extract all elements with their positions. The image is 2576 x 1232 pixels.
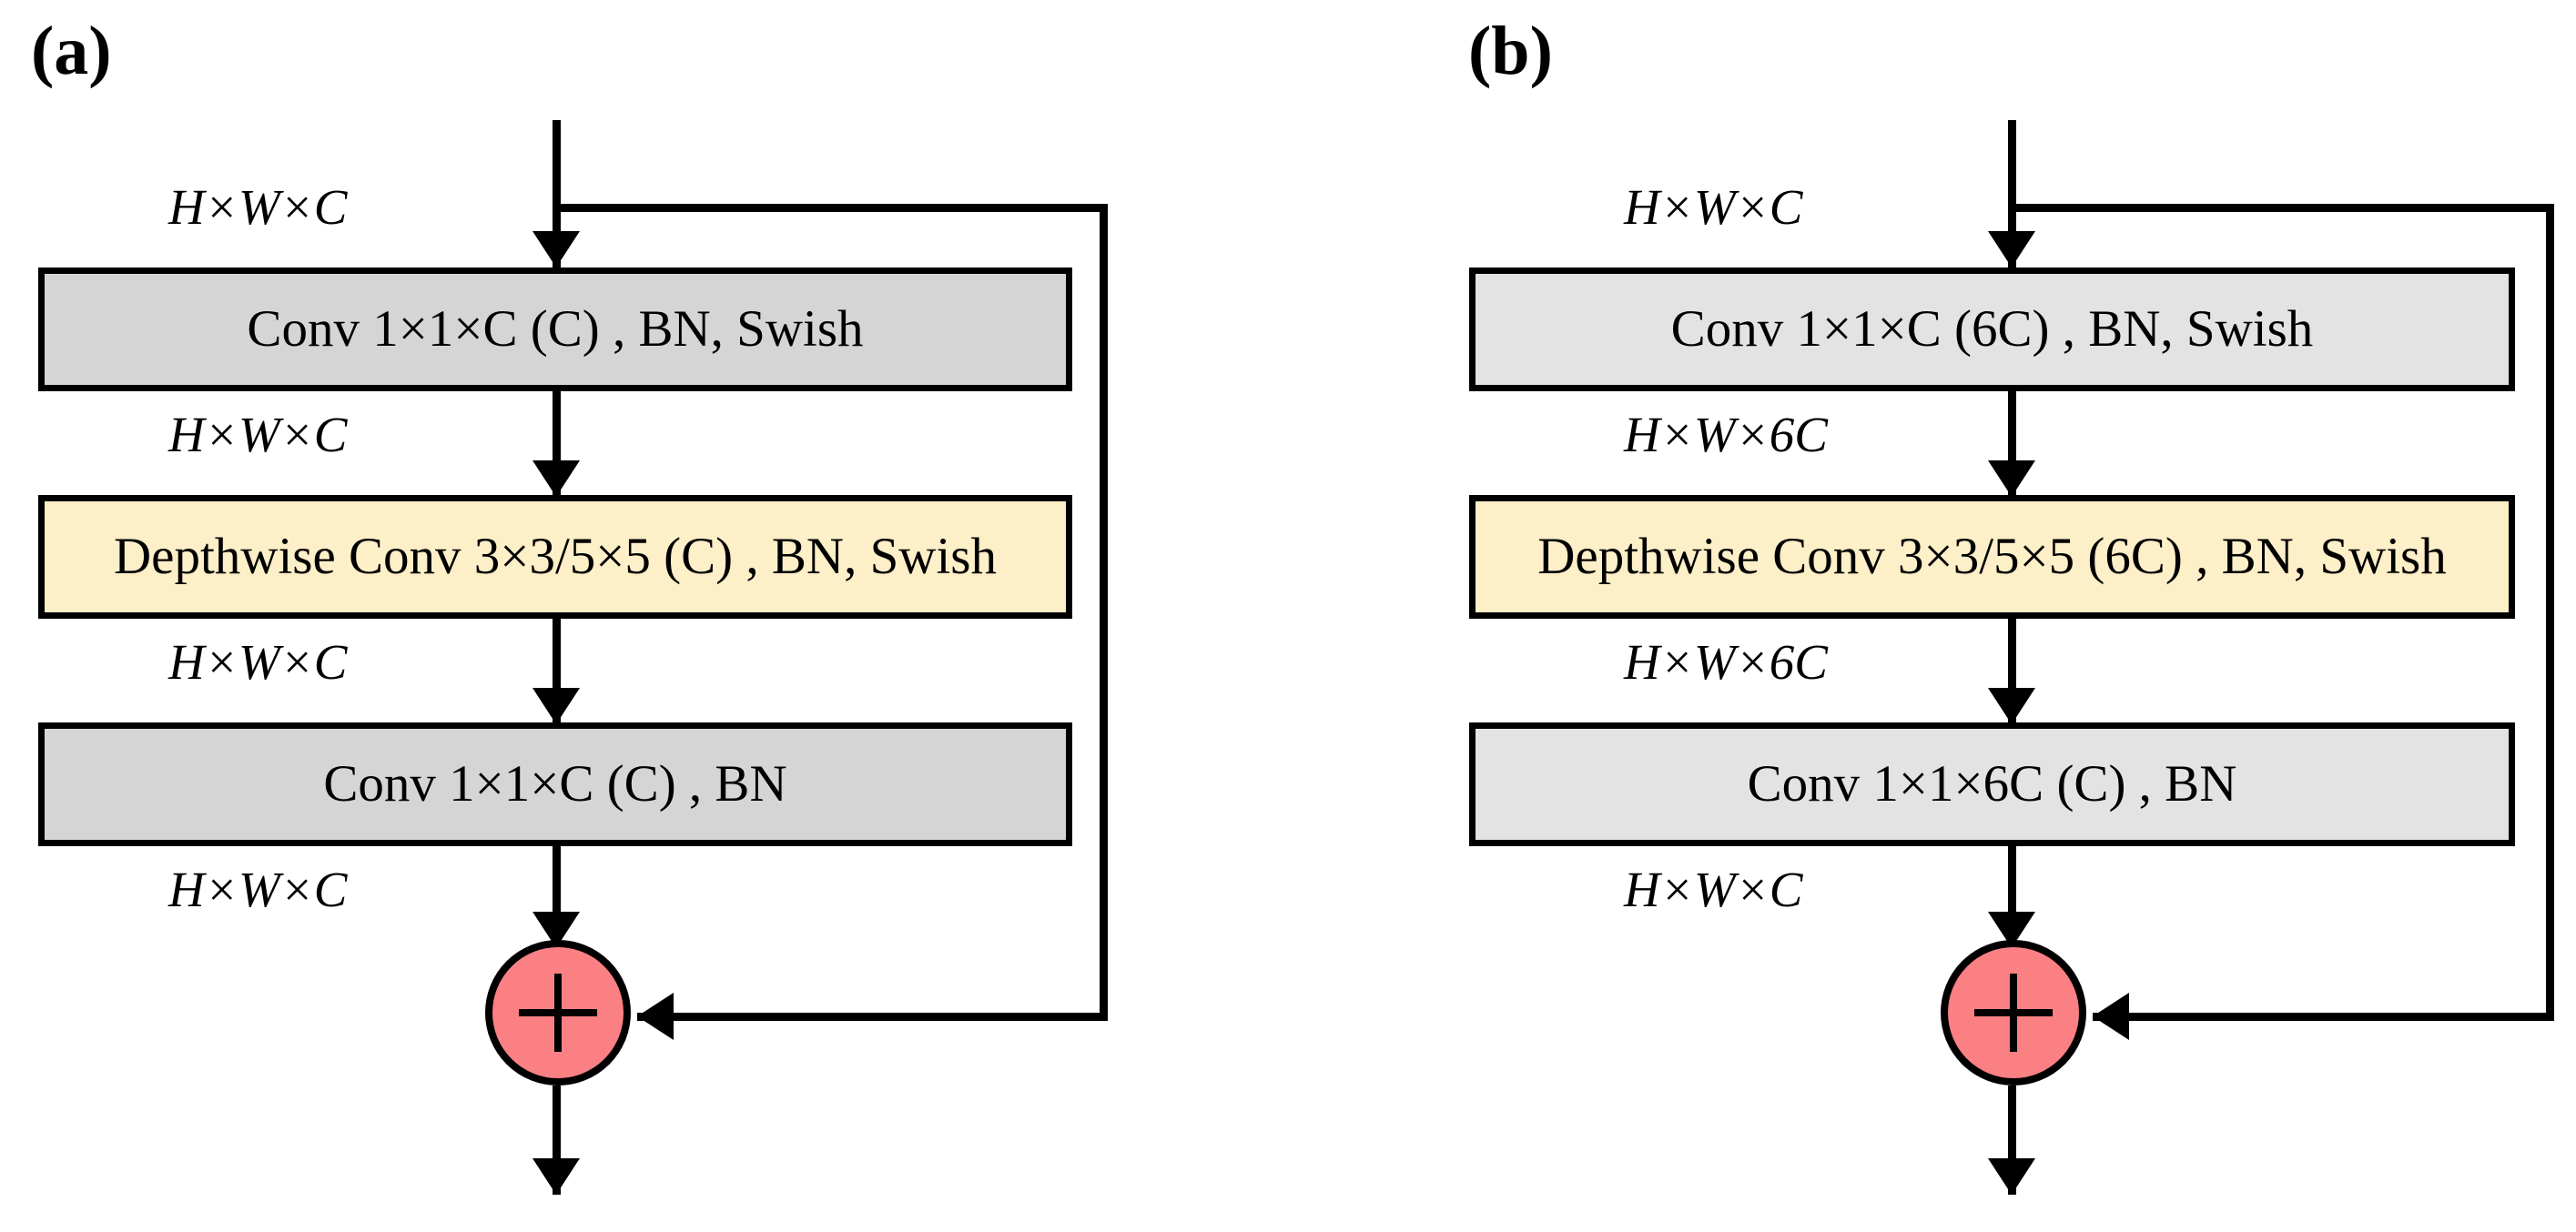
- box-conv-expand-label: Conv 1×1×C (C) , BN, Swish: [247, 300, 864, 358]
- connector-line-1: [553, 391, 561, 495]
- connector-arrowhead-2: [1988, 688, 2035, 724]
- skip-connection-arrowhead: [637, 993, 674, 1040]
- box-conv-project[interactable]: Conv 1×1×C (C) , BN: [38, 722, 1072, 846]
- box-depthwise-conv-label: Depthwise Conv 3×3/5×5 (6C) , BN, Swish: [1537, 528, 2447, 586]
- box-conv-expand-label: Conv 1×1×C (6C) , BN, Swish: [1670, 300, 2314, 358]
- connector-line-3: [2008, 846, 2016, 948]
- skip-connection-bottom-line: [637, 1013, 1106, 1021]
- tensor-label-input: H×W×C: [168, 179, 348, 235]
- output-arrowhead: [1988, 1158, 2035, 1195]
- skip-connection-right-line: [2546, 204, 2554, 1021]
- connector-line-2: [553, 619, 561, 722]
- tensor-label-after-conv: H×W×C: [168, 407, 348, 462]
- tensor-label-input: H×W×C: [1624, 179, 1803, 235]
- output-stem-line: [553, 1086, 561, 1195]
- plus-icon-vertical: [554, 974, 562, 1052]
- panel-b: (b) H×W×C Conv 1×1×C (6C) , BN, Swish H×…: [1288, 0, 2576, 1232]
- box-depthwise-conv[interactable]: Depthwise Conv 3×3/5×5 (6C) , BN, Swish: [1469, 495, 2515, 619]
- output-arrowhead: [532, 1158, 580, 1195]
- box-depthwise-conv[interactable]: Depthwise Conv 3×3/5×5 (C) , BN, Swish: [38, 495, 1072, 619]
- input-arrowhead: [532, 231, 580, 268]
- panel-a: (a) H×W×C Conv 1×1×C (C) , BN, Swish H×W…: [31, 13, 1108, 1195]
- skip-connection-bottom-line: [2093, 1013, 2552, 1021]
- tensor-label-after-conv: H×W×6C: [1624, 407, 1828, 462]
- output-stem-line: [2008, 1086, 2016, 1195]
- residual-add-node[interactable]: [485, 940, 631, 1086]
- box-conv-project-label: Conv 1×1×C (C) , BN: [323, 755, 787, 813]
- box-conv-expand[interactable]: Conv 1×1×C (C) , BN, Swish: [38, 268, 1072, 391]
- tensor-label-output: H×W×C: [168, 862, 348, 917]
- skip-connection-arrowhead: [2093, 993, 2129, 1040]
- connector-line-2: [2008, 619, 2016, 722]
- connector-arrowhead-1: [532, 460, 580, 497]
- connector-arrowhead-1: [1988, 460, 2035, 497]
- box-conv-project[interactable]: Conv 1×1×6C (C) , BN: [1469, 722, 2515, 846]
- box-depthwise-conv-label: Depthwise Conv 3×3/5×5 (C) , BN, Swish: [114, 528, 997, 586]
- connector-line-1: [2008, 391, 2016, 495]
- skip-connection-top-line: [2008, 204, 2554, 212]
- box-conv-expand[interactable]: Conv 1×1×C (6C) , BN, Swish: [1469, 268, 2515, 391]
- plus-icon-vertical: [2010, 974, 2017, 1052]
- residual-add-node[interactable]: [1941, 940, 2086, 1086]
- panel-b-label: (b): [1468, 13, 1553, 89]
- box-conv-project-label: Conv 1×1×6C (C) , BN: [1747, 755, 2237, 813]
- tensor-label-after-dw: H×W×6C: [1624, 634, 1828, 690]
- skip-connection-top-line: [553, 204, 1108, 212]
- input-arrowhead: [1988, 231, 2035, 268]
- tensor-label-after-dw: H×W×C: [168, 634, 348, 690]
- connector-arrowhead-2: [532, 688, 580, 724]
- tensor-label-output: H×W×C: [1624, 862, 1803, 917]
- panel-a-label: (a): [31, 13, 112, 89]
- connector-line-3: [553, 846, 561, 948]
- skip-connection-right-line: [1100, 204, 1108, 1021]
